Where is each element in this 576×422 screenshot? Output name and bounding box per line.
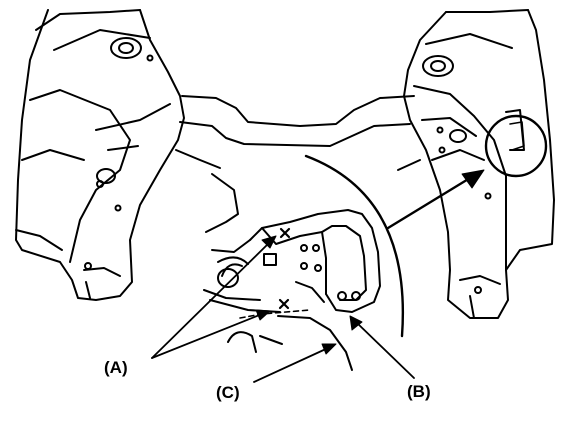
right-frame-rail <box>403 9 555 319</box>
label-c: (C) <box>216 383 240 402</box>
detail-arc <box>304 154 404 338</box>
left-frame-rail <box>15 9 185 301</box>
label-a: (A) <box>104 358 128 377</box>
detail-pointer-arrow <box>386 176 472 230</box>
label-b: (B) <box>407 382 431 401</box>
crossmember <box>175 95 421 171</box>
bracket-detail <box>203 173 381 371</box>
detail-callout-circle <box>484 114 548 178</box>
leader-lines <box>151 235 415 383</box>
